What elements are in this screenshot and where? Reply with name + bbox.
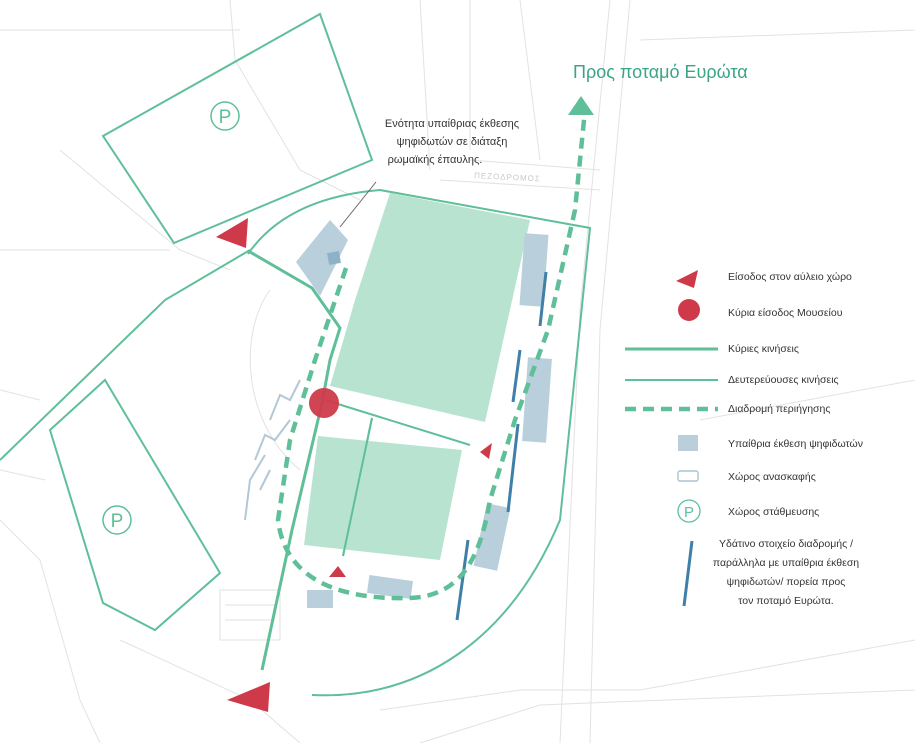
legend-water-line: Υδάτινο στοιχείο διαδρομής / [719, 538, 853, 550]
legend-water-line: παράλληλα με υπαίθρια έκθεση [713, 557, 859, 569]
legend-label: Χώρος στάθμευσης [728, 506, 819, 518]
street-label: ΠΕΖΟΔΡΟΜΟΣ [474, 171, 541, 183]
callout: Ενότητα υπαίθριας έκθεσης ψηφιδωτών σε δ… [385, 118, 519, 166]
legend-label: Κύριες κινήσεις [728, 343, 799, 355]
legend-label: Δευτερεύουσες κινήσεις [728, 374, 839, 386]
parking-symbol-text: P [219, 107, 232, 128]
parking-area-south [48, 378, 222, 632]
parking-areas [48, 12, 374, 632]
callout-line: ψηφιδωτών σε διάταξη [397, 136, 508, 148]
map-title: Προς ποταμό Ευρώτα [573, 62, 748, 82]
mosaic-villa [296, 220, 348, 296]
parking-symbol-text: P [111, 511, 124, 532]
main-entrance-marker [309, 388, 339, 418]
legend-water-line: τον ποταμό Ευρώτα. [738, 595, 833, 607]
parking-symbol-text: P [684, 504, 694, 521]
legend-entry-icon [676, 270, 698, 288]
legend-main-entry-icon [678, 299, 700, 321]
legend-label: Κύρια είσοδος Μουσείου [728, 307, 843, 319]
legend-water-line: ψηφιδωτών/ πορεία προς [727, 576, 846, 588]
entry-triangle-icon [216, 218, 248, 248]
route-arrow-icon [568, 96, 594, 115]
main-paths [249, 250, 342, 671]
parking-area-north [101, 12, 374, 245]
legend-water-text: Υδάτινο στοιχείο διαδρομής / παράλληλα μ… [713, 538, 859, 607]
green-area-north [330, 193, 530, 422]
entry-triangle-icon [329, 566, 346, 577]
parking-symbol-south: P [102, 505, 132, 535]
entrance-markers [216, 218, 492, 712]
green-areas [304, 193, 530, 560]
parking-symbol-north: P [210, 101, 240, 131]
legend: Είσοδος στον αύλειο χώρο Κύρια είσοδος Μ… [625, 270, 863, 607]
legend-mosaic-icon [678, 435, 698, 451]
callout-line: Ενότητα υπαίθριας έκθεσης [385, 118, 519, 130]
tour-route [275, 109, 588, 601]
callout-line: ρωμαϊκής έπαυλης. [388, 154, 483, 166]
water-elements [455, 271, 548, 621]
green-area-south [304, 436, 462, 560]
legend-label: Διαδρομή περιήγησης [728, 403, 830, 415]
legend-label: Υπαίθρια έκθεση ψηφιδωτών [728, 438, 863, 450]
entry-triangle-icon [480, 443, 492, 459]
excavation-areas [244, 379, 301, 521]
callout-leader [339, 181, 377, 228]
entry-triangle-icon [227, 682, 270, 712]
legend-water-icon [682, 540, 694, 607]
legend-label: Είσοδος στον αύλειο χώρο [728, 271, 852, 283]
legend-excavation-icon [677, 470, 699, 482]
legend-label: Χώρος ανασκαφής [728, 471, 816, 483]
legend-parking-icon: P [677, 499, 701, 523]
mosaic-exhibits [296, 220, 552, 608]
